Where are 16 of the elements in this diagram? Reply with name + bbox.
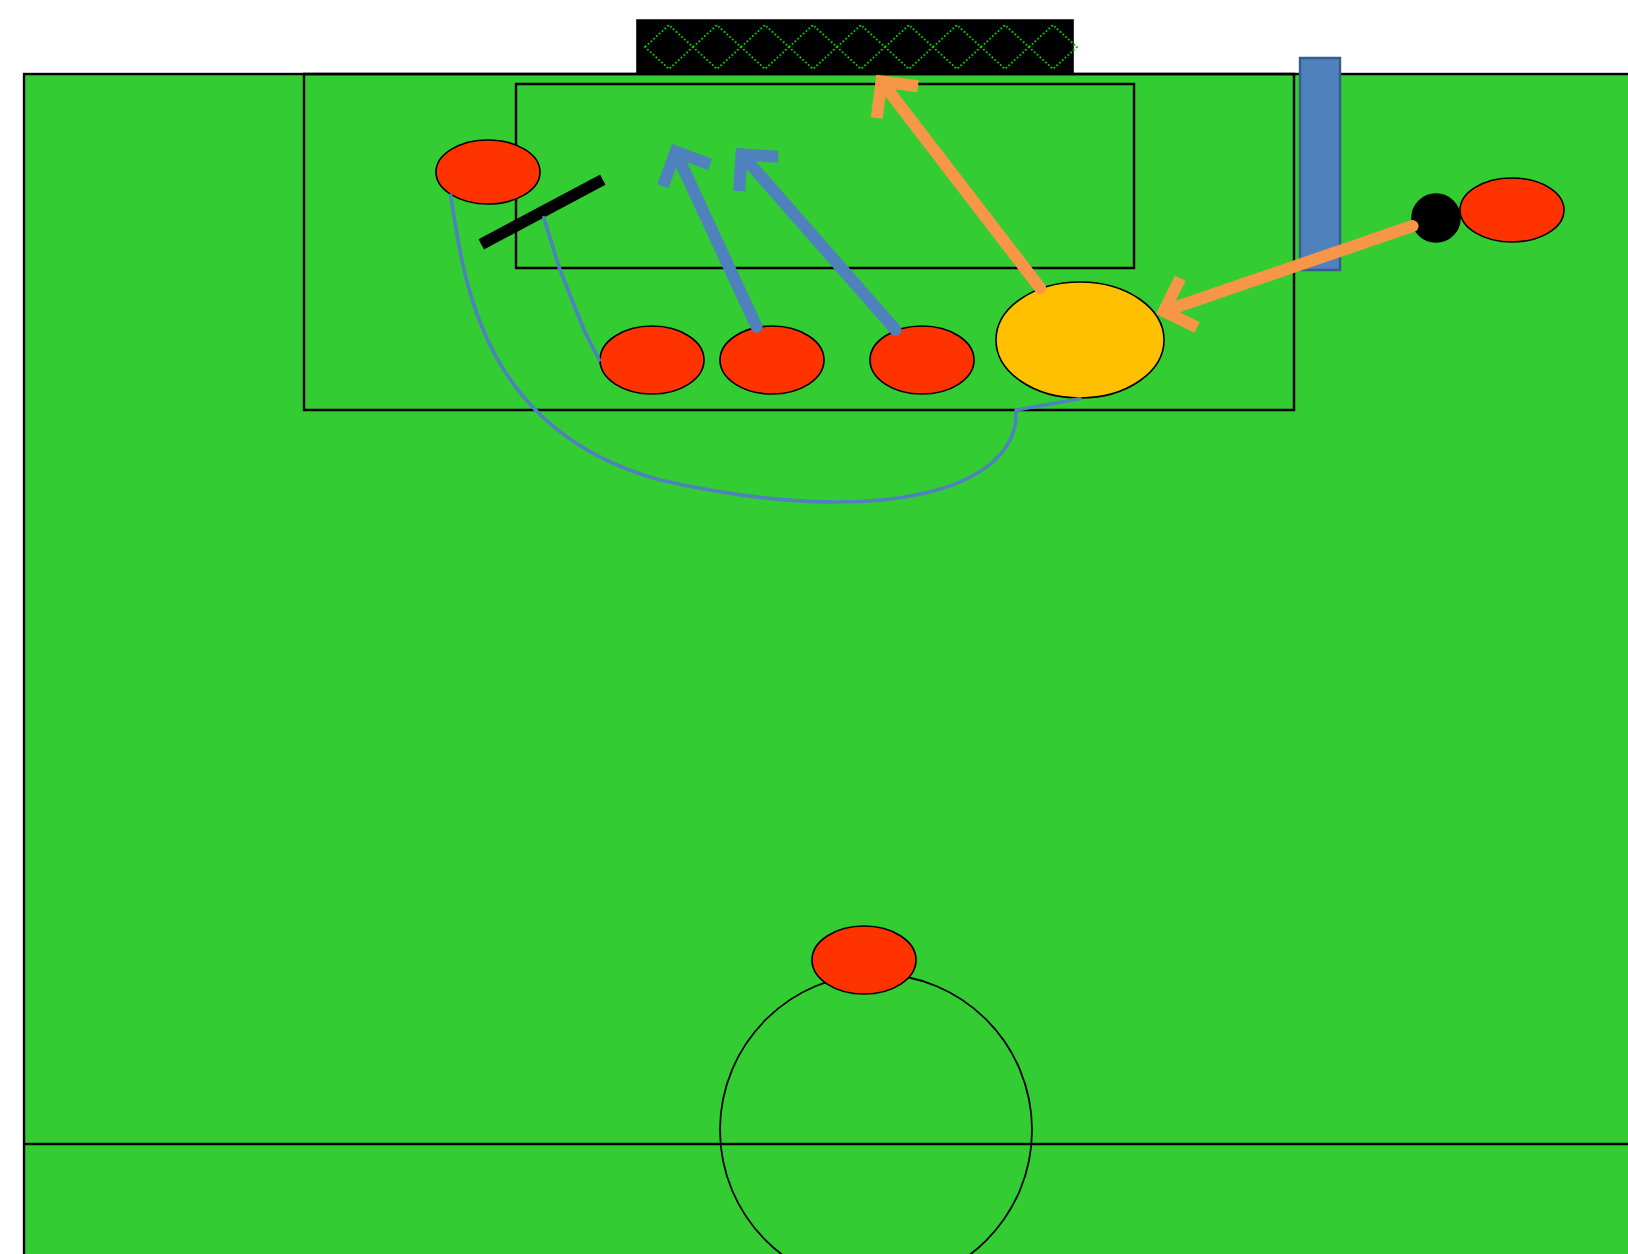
arrow <box>870 74 1047 295</box>
player-marker <box>719 325 825 395</box>
player-marker <box>599 325 705 395</box>
screen-bar <box>478 174 606 250</box>
goal-net <box>636 19 1079 75</box>
arrow <box>733 148 902 336</box>
player-marker <box>811 925 917 995</box>
player-marker <box>435 139 541 205</box>
player-marker <box>869 325 975 395</box>
arrow <box>1156 220 1419 333</box>
line <box>448 193 1082 504</box>
player-marker <box>1459 177 1565 243</box>
arrow <box>657 144 763 333</box>
ball <box>1411 193 1461 243</box>
line <box>541 215 601 362</box>
target-zone <box>995 281 1165 399</box>
